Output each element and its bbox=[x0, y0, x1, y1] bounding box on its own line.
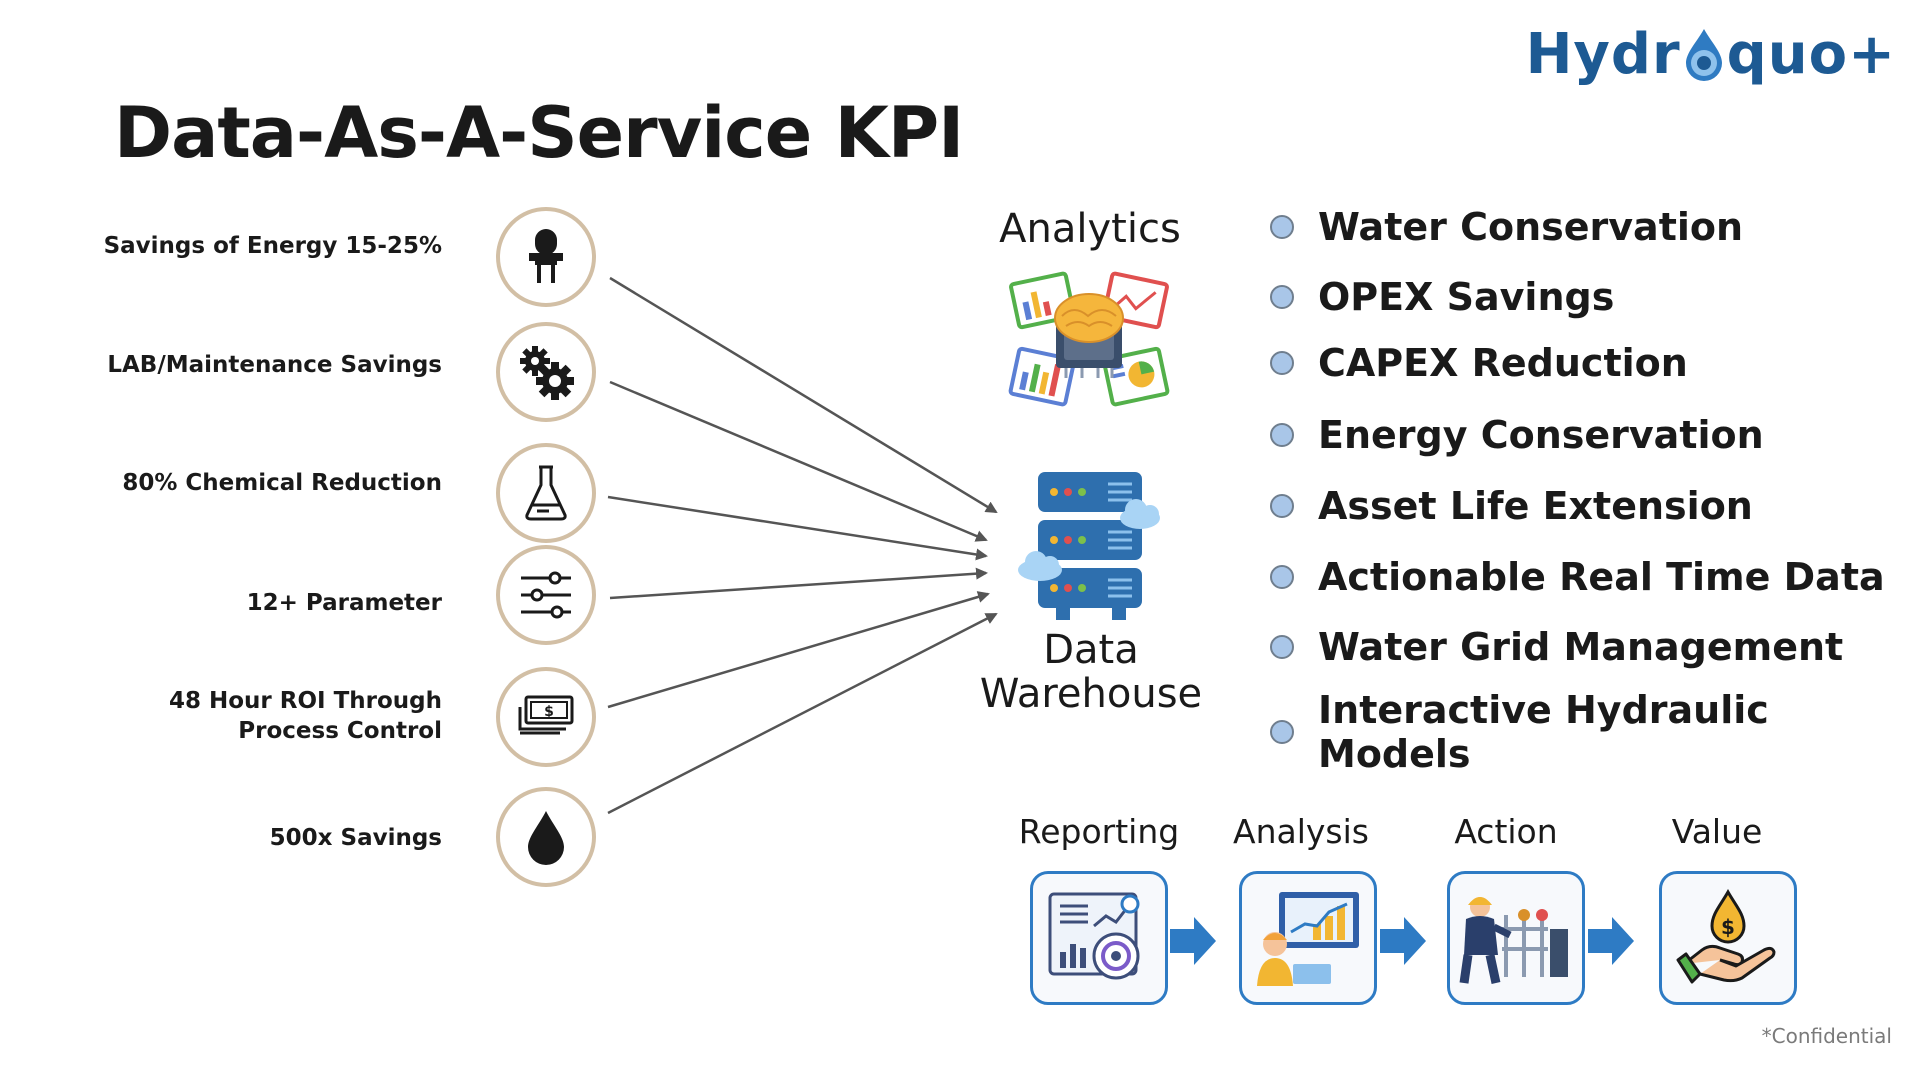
analytics-icon bbox=[1008, 271, 1170, 407]
benefit-item: OPEX Savings bbox=[1270, 275, 1614, 319]
step-label-analysis: Analysis bbox=[1233, 812, 1369, 851]
report-icon bbox=[1030, 871, 1168, 1005]
svg-text:$: $ bbox=[544, 704, 554, 720]
logo-text-start: Hydr bbox=[1525, 22, 1681, 87]
worker-icon bbox=[1447, 871, 1585, 1005]
step-label-action: Action bbox=[1454, 812, 1558, 851]
step-label-value: Value bbox=[1671, 812, 1763, 851]
kpi-label-maintenance: LAB/Maintenance Savings bbox=[107, 352, 442, 378]
bullet-icon bbox=[1270, 720, 1294, 744]
kpi-label-roi: 48 Hour ROI Through Process Control bbox=[168, 688, 442, 744]
confidential-note: *Confidential bbox=[1761, 1024, 1892, 1048]
brand-logo: Hydr quo+ bbox=[1526, 22, 1896, 87]
bullet-icon bbox=[1270, 215, 1294, 239]
kpi-label-energy: Savings of Energy 15-25% bbox=[103, 233, 442, 259]
analysis-icon bbox=[1239, 871, 1377, 1005]
benefit-item: Energy Conservation bbox=[1270, 413, 1764, 457]
flow-arrow-icon bbox=[1170, 917, 1216, 965]
benefit-item: Interactive Hydraulic Models bbox=[1270, 688, 1920, 776]
bullet-icon bbox=[1270, 494, 1294, 518]
arrow-5 bbox=[607, 591, 990, 709]
bullet-icon bbox=[1270, 351, 1294, 375]
logo-drop-icon bbox=[1685, 28, 1722, 81]
kpi-label-chemical: 80% Chemical Reduction bbox=[122, 470, 442, 496]
flow-arrow-icon bbox=[1588, 917, 1634, 965]
page-title: Data-As-A-Service KPI bbox=[114, 92, 964, 174]
benefit-item: Actionable Real Time Data bbox=[1270, 555, 1885, 599]
sliders-icon bbox=[496, 545, 596, 645]
arrow-6 bbox=[607, 612, 998, 815]
arrow-4 bbox=[609, 567, 988, 600]
arrow-3 bbox=[607, 495, 988, 561]
kpi-label-parameter: 12+ Parameter bbox=[246, 590, 442, 616]
flask-icon bbox=[496, 443, 596, 543]
server-icon bbox=[1018, 472, 1160, 620]
bullet-icon bbox=[1270, 285, 1294, 309]
kpi-label-savings: 500x Savings bbox=[269, 825, 442, 851]
bullet-icon bbox=[1270, 635, 1294, 659]
gears-icon bbox=[496, 322, 596, 422]
benefit-item: Water Grid Management bbox=[1270, 625, 1843, 669]
benefit-item: Asset Life Extension bbox=[1270, 484, 1753, 528]
step-label-reporting: Reporting bbox=[1018, 812, 1180, 851]
money-hand-icon: $ bbox=[1659, 871, 1797, 1005]
analytics-label: Analytics bbox=[999, 206, 1181, 252]
arrow-2 bbox=[609, 380, 988, 542]
benefit-item: CAPEX Reduction bbox=[1270, 341, 1688, 385]
flow-arrow-icon bbox=[1380, 917, 1426, 965]
benefit-item: Water Conservation bbox=[1270, 205, 1743, 249]
cash-icon: $ bbox=[496, 667, 596, 767]
logo-text-end: quo+ bbox=[1726, 22, 1896, 87]
drop-icon bbox=[496, 787, 596, 887]
svg-text:$: $ bbox=[1721, 915, 1735, 939]
plug-icon bbox=[496, 207, 596, 307]
arrow-1 bbox=[609, 276, 998, 514]
bullet-icon bbox=[1270, 565, 1294, 589]
warehouse-label: Data Warehouse bbox=[979, 627, 1203, 717]
bullet-icon bbox=[1270, 423, 1294, 447]
